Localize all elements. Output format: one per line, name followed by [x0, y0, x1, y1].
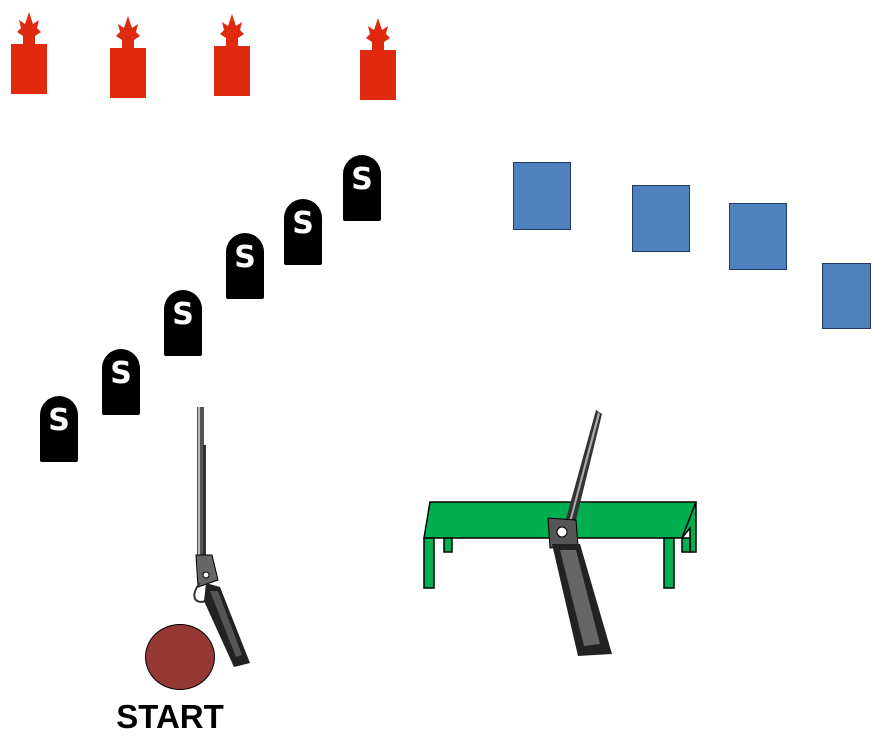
steel-plate-label: S	[164, 300, 202, 330]
red-target-2	[104, 10, 152, 100]
red-target-3	[208, 8, 256, 98]
steel-plate-2: S	[102, 349, 140, 415]
steel-plate-4: S	[226, 233, 264, 299]
steel-plate-label: S	[226, 243, 264, 273]
double-barrel-shotgun-icon	[540, 408, 620, 660]
steel-plate-label: S	[284, 209, 322, 239]
red-target-1	[5, 6, 53, 96]
steel-plate-label: S	[343, 165, 381, 195]
red-target-4	[354, 12, 402, 102]
start-disc	[145, 624, 215, 690]
steel-plate-3: S	[164, 290, 202, 356]
blue-target-4	[822, 263, 871, 329]
steel-plate-6: S	[343, 155, 381, 221]
steel-plate-label: S	[40, 406, 78, 436]
blue-target-1	[513, 162, 571, 230]
start-label: START	[95, 698, 245, 736]
blue-target-2	[632, 185, 690, 252]
steel-plate-label: S	[102, 359, 140, 389]
steel-plate-5: S	[284, 199, 322, 265]
blue-target-3	[729, 203, 787, 270]
steel-plate-1: S	[40, 396, 78, 462]
